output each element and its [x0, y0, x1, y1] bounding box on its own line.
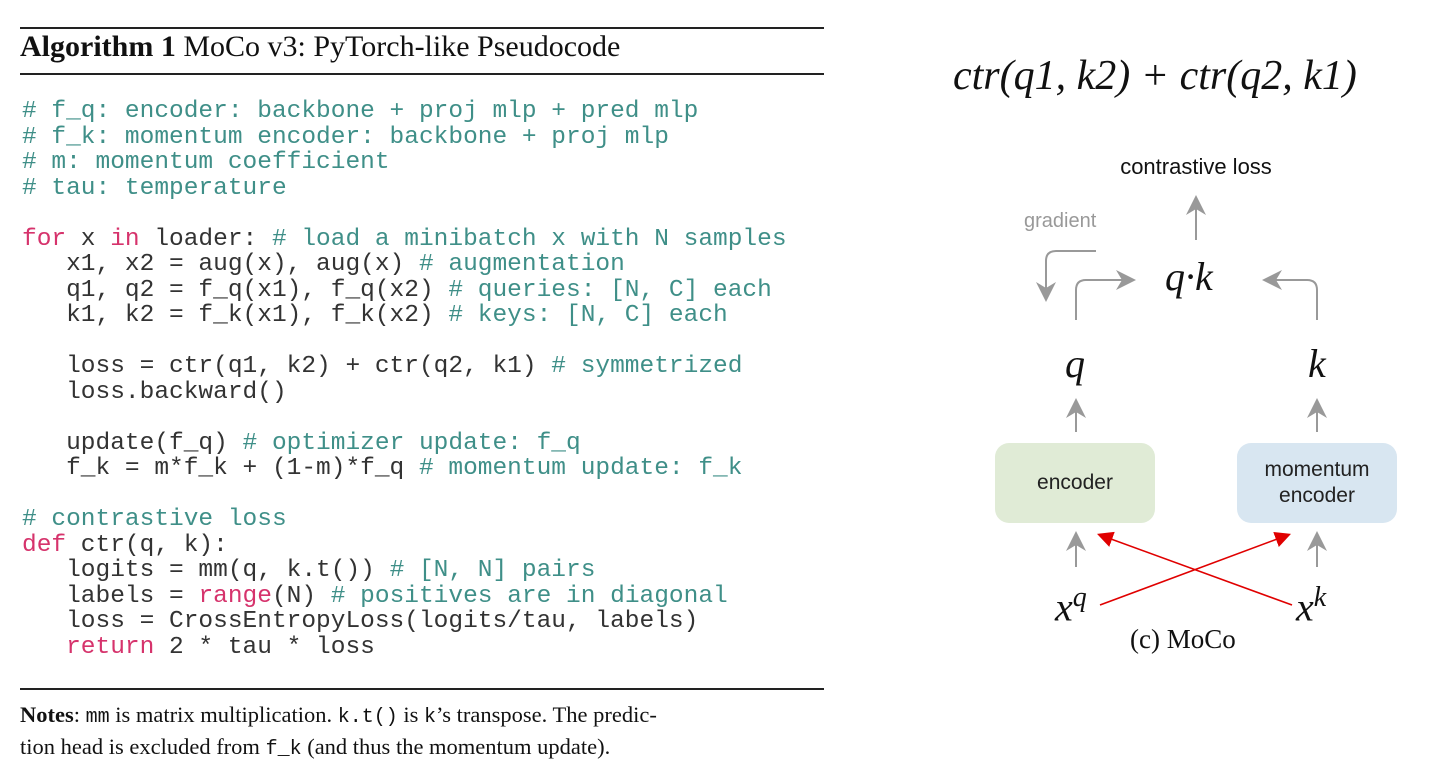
code-line: [22, 482, 787, 508]
code-text: ctr(q, k):: [66, 531, 228, 559]
title-rule: [20, 73, 824, 75]
code-line: [22, 405, 787, 431]
code-line: for x in loader: # load a minibatch x wi…: [22, 225, 787, 253]
code-keyword: def: [22, 531, 67, 559]
momentum-encoder-line2: encoder: [1279, 484, 1355, 507]
code-text: x: [66, 225, 111, 253]
top-rule: [20, 27, 824, 29]
code-comment: # f_k: momentum encoder: backbone + proj…: [22, 123, 669, 151]
notes-rule: [20, 688, 824, 690]
code-comment: # positives are in diagonal: [330, 582, 728, 610]
code-comment: # keys: [N, C] each: [448, 302, 728, 329]
code-comment: # load a minibatch x with N samples: [271, 225, 787, 253]
code-line: loss = CrossEntropyLoss(logits/tau, labe…: [22, 609, 787, 635]
k-to-qk-arrow: [1262, 270, 1318, 320]
code-line: # contrastive loss: [22, 507, 787, 533]
notes-text: ’s transpose. The predic-: [436, 702, 657, 727]
code-line: # tau: temperature: [22, 174, 787, 202]
code-line: # f_k: momentum encoder: backbone + proj…: [22, 123, 787, 151]
code-keyword: return: [22, 633, 155, 661]
notes-text: tion head is excluded from: [20, 734, 266, 759]
code-comment: # [N, N] pairs: [389, 557, 596, 584]
code-text: logits = mm(q, k.t()): [22, 557, 390, 584]
gradient-arrow: [1036, 250, 1096, 302]
notes-label: Notes: [20, 702, 74, 727]
algorithm-label: Algorithm 1: [20, 30, 176, 63]
xq-base: x: [1055, 584, 1073, 630]
code-keyword: range: [198, 582, 272, 610]
code-text: k1, k2 = f_k(x1), f_k(x2): [22, 302, 449, 329]
code-line: x1, x2 = aug(x), aug(x) # augmentation: [22, 252, 787, 278]
contrastive-loss-label: contrastive loss: [1120, 154, 1272, 179]
code-line: [22, 201, 787, 227]
code-text: x1, x2 = aug(x), aug(x): [22, 251, 419, 278]
code-line: logits = mm(q, k.t()) # [N, N] pairs: [22, 558, 787, 584]
code-line: loss.backward(): [22, 378, 787, 406]
encoder-box: encoder: [995, 443, 1155, 523]
code-line: update(f_q) # optimizer update: f_q: [22, 429, 787, 457]
momentum-encoder-box: momentum encoder: [1237, 443, 1397, 523]
code-text: labels =: [22, 582, 199, 610]
q-label: q: [1065, 341, 1085, 386]
code-comment: # optimizer update: f_q: [242, 429, 581, 457]
encoder-label: encoder: [1037, 471, 1113, 494]
algorithm-title: Algorithm 1 MoCo v3: PyTorch-like Pseudo…: [20, 30, 620, 64]
cross-arrow-xq: [1099, 531, 1291, 606]
code-text: loss = CrossEntropyLoss(logits/tau, labe…: [22, 608, 699, 635]
xk-input: xk: [1296, 582, 1326, 630]
code-comment: # symmetrized: [551, 353, 743, 380]
code-line: [22, 329, 787, 355]
code-comment: # contrastive loss: [22, 506, 287, 533]
pseudocode-block: # f_q: encoder: backbone + proj mlp + pr…: [22, 99, 787, 660]
code-line: labels = range(N) # positives are in dia…: [22, 582, 787, 610]
xq-input: xq: [1055, 582, 1087, 630]
code-line: q1, q2 = f_q(x1), f_q(x2) # queries: [N,…: [22, 276, 787, 304]
algorithm-caption: MoCo v3: PyTorch-like Pseudocode: [183, 30, 621, 63]
code-text: f_k = m*f_k + (1-m)*f_q: [22, 455, 419, 482]
notes-code-k: k: [424, 706, 437, 729]
cross-arrow-xk: [1096, 531, 1293, 606]
xk-base: x: [1296, 584, 1314, 630]
code-line: loss = ctr(q1, k2) + ctr(q2, k1) # symme…: [22, 354, 787, 380]
code-line: f_k = m*f_k + (1-m)*f_q # momentum updat…: [22, 456, 787, 482]
code-text: q1, q2 = f_q(x1), f_q(x2): [22, 276, 449, 304]
code-comment: # momentum update: f_k: [418, 455, 743, 482]
code-comment: # queries: [N, C] each: [448, 276, 772, 304]
code-text: (N): [271, 582, 331, 610]
notes: Notes: mm is matrix multiplication. k.t(…: [20, 700, 826, 764]
notes-code-mm: mm: [85, 706, 110, 729]
figure-caption: (c) MoCo: [1130, 624, 1236, 654]
code-text: 2 * tau * loss: [154, 633, 375, 661]
code-line: def ctr(q, k):: [22, 531, 787, 559]
code-line: # f_q: encoder: backbone + proj mlp + pr…: [22, 99, 787, 125]
notes-text: is matrix multiplication.: [109, 702, 338, 727]
code-keyword: for: [22, 225, 67, 253]
code-keyword: in: [110, 225, 140, 253]
code-comment: # m: momentum coefficient: [22, 149, 390, 176]
notes-text: (and thus the momentum update).: [301, 734, 611, 759]
code-text: loader:: [139, 225, 272, 253]
notes-text: is: [397, 702, 425, 727]
code-text: loss.backward(): [22, 378, 287, 406]
xq-sup: q: [1072, 582, 1087, 613]
code-line: # m: momentum coefficient: [22, 150, 787, 176]
code-text: update(f_q): [22, 429, 243, 457]
notes-code-kt: k.t(): [337, 706, 398, 729]
momentum-encoder-label: momentum encoder: [1264, 457, 1369, 509]
momentum-encoder-line1: momentum: [1264, 458, 1370, 481]
code-comment: # augmentation: [418, 251, 625, 278]
notes-text: :: [73, 702, 86, 727]
gradient-label: gradient: [1024, 210, 1097, 232]
qk-product: q·k: [1165, 254, 1213, 299]
notes-code-fk: f_k: [265, 738, 302, 761]
loss-formula: ctr(q1, k2) + ctr(q2, k1): [953, 53, 1357, 99]
q-to-qk-arrow: [1075, 270, 1136, 320]
xk-sup: k: [1313, 582, 1327, 613]
code-comment: # tau: temperature: [22, 174, 287, 202]
code-line: k1, k2 = f_k(x1), f_k(x2) # keys: [N, C]…: [22, 303, 787, 329]
code-text: loss = ctr(q1, k2) + ctr(q2, k1): [22, 353, 552, 380]
code-line: return 2 * tau * loss: [22, 633, 787, 661]
k-label: k: [1308, 341, 1326, 386]
code-comment: # f_q: encoder: backbone + proj mlp + pr…: [22, 98, 699, 125]
